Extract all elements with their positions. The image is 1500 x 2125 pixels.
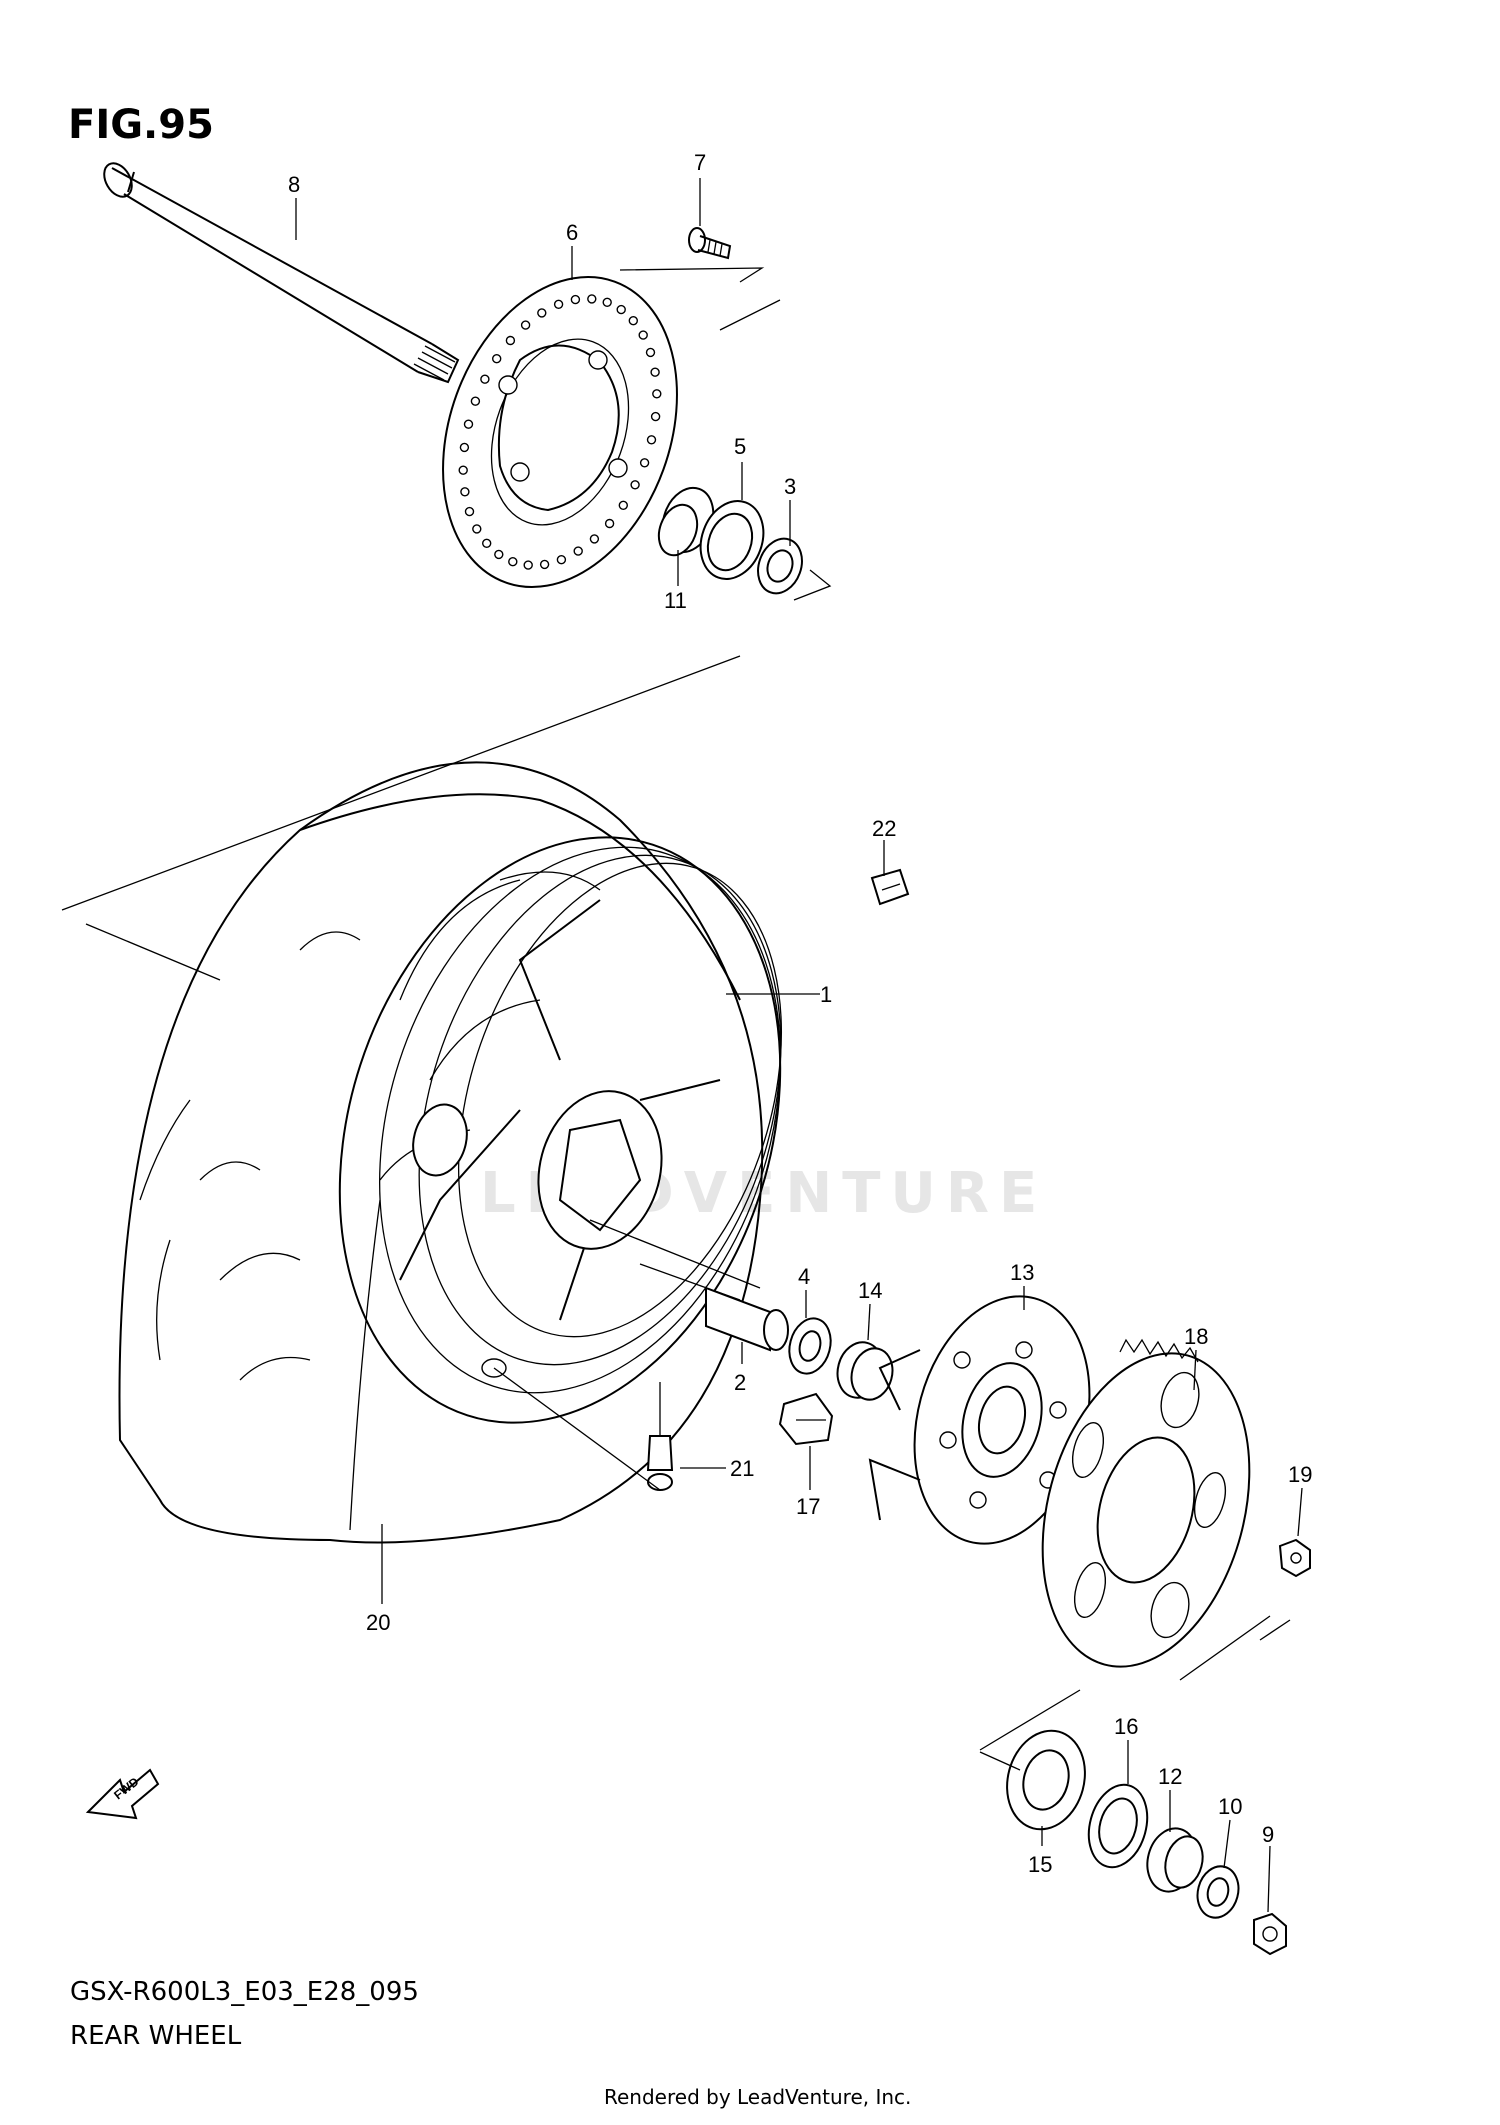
sprocket-nut[interactable] xyxy=(1278,1538,1311,1578)
callout-15: 15 xyxy=(1028,1852,1052,1877)
callout-3: 3 xyxy=(784,474,796,499)
disc-drill-hole xyxy=(556,555,567,565)
disc-drill-hole xyxy=(630,480,640,490)
disc-drill-hole xyxy=(494,549,504,560)
render-credit: Rendered by LeadVenture, Inc. xyxy=(604,2085,911,2109)
disc-drill-hole xyxy=(505,335,516,346)
callout-10: 10 xyxy=(1218,1794,1242,1819)
section-name: REAR WHEEL xyxy=(70,2021,242,2051)
disc-drill-hole xyxy=(628,316,638,326)
callout-6: 6 xyxy=(566,220,578,245)
callout-16: 16 xyxy=(1114,1714,1138,1739)
collar-12[interactable] xyxy=(1141,1823,1209,1897)
callout-20: 20 xyxy=(366,1610,390,1635)
oil-seal-16[interactable] xyxy=(1080,1778,1156,1874)
callout-7: 7 xyxy=(694,150,706,175)
callout-1: 1 xyxy=(820,982,832,1007)
disc-drill-hole xyxy=(650,411,661,422)
balance-weight-clip[interactable] xyxy=(870,868,910,906)
callout-13: 13 xyxy=(1010,1260,1034,1285)
disc-drill-hole xyxy=(492,354,502,364)
disc-drill-hole xyxy=(470,396,481,406)
sprocket-mounting-drum[interactable] xyxy=(868,1277,1116,1564)
disc-drill-hole xyxy=(463,419,474,429)
callout-2: 2 xyxy=(734,1370,746,1395)
disc-drill-hole xyxy=(553,299,564,309)
disc-drill-hole xyxy=(464,506,475,517)
callout-21: 21 xyxy=(730,1456,754,1481)
disc-drill-hole xyxy=(508,557,518,567)
callout-18: 18 xyxy=(1184,1324,1208,1349)
rear-sprocket[interactable] xyxy=(1010,1330,1282,1690)
disc-drill-hole xyxy=(459,442,470,453)
disc-drill-hole xyxy=(646,435,657,445)
fwd-direction-arrow: FWD xyxy=(85,1768,160,1820)
wheel-damper[interactable] xyxy=(778,1392,834,1446)
disc-drill-hole xyxy=(460,487,470,497)
disc-drill-hole xyxy=(587,294,597,304)
bearing-15[interactable] xyxy=(996,1722,1095,1838)
figure-title: FIG.95 xyxy=(68,102,214,148)
center-spacer[interactable] xyxy=(705,1286,789,1352)
callout-5: 5 xyxy=(734,434,746,459)
disc-drill-hole xyxy=(458,465,468,475)
disc-drill-hole xyxy=(638,330,648,340)
assembly-line-upper xyxy=(61,267,832,911)
disc-drill-hole xyxy=(652,389,662,399)
rear-brake-disc[interactable] xyxy=(402,244,718,620)
disc-drill-hole xyxy=(472,524,482,534)
callout-22: 22 xyxy=(872,816,896,841)
disc-drill-hole xyxy=(604,518,615,529)
disc-drill-hole xyxy=(480,374,490,384)
disc-drill-hole xyxy=(618,500,628,510)
disc-drill-hole xyxy=(639,458,650,468)
disc-drill-hole xyxy=(520,320,531,330)
disc-drill-hole xyxy=(570,294,581,305)
callout-leaders xyxy=(295,178,1303,1913)
axle-nut-9[interactable] xyxy=(1253,1912,1287,1956)
disc-drill-hole xyxy=(650,367,660,377)
disc-drill-hole xyxy=(482,538,492,548)
bush[interactable] xyxy=(832,1337,899,1404)
oil-seal[interactable] xyxy=(690,492,774,588)
callout-12: 12 xyxy=(1158,1764,1182,1789)
callout-9: 9 xyxy=(1262,1822,1274,1847)
wheel-bearing-right[interactable] xyxy=(783,1314,836,1378)
valve-pointer xyxy=(493,1367,661,1491)
rear-tire[interactable] xyxy=(118,761,764,1544)
disc-bolt[interactable] xyxy=(688,227,732,260)
assembly-line-lower xyxy=(589,1219,1291,1771)
disc-drill-hole xyxy=(602,297,612,307)
callout-4: 4 xyxy=(798,1264,810,1289)
wheel-bearing-left[interactable] xyxy=(751,533,810,600)
callout-11: 11 xyxy=(664,588,687,613)
disc-drill-hole xyxy=(645,347,656,358)
disc-drill-hole xyxy=(523,560,533,570)
disc-drill-hole xyxy=(589,534,600,544)
disc-drill-hole xyxy=(616,304,626,315)
assembly-line-left xyxy=(85,923,221,981)
disc-drill-hole xyxy=(539,559,550,570)
model-code: GSX-R600L3_E03_E28_095 xyxy=(70,1977,419,2007)
callout-19: 19 xyxy=(1288,1462,1312,1487)
disc-drill-hole xyxy=(537,308,547,318)
callout-17: 17 xyxy=(796,1494,820,1519)
callout-14: 14 xyxy=(858,1278,882,1303)
rear-wheel-rim[interactable] xyxy=(268,780,853,1480)
valve-stem[interactable] xyxy=(646,1435,674,1491)
callout-8: 8 xyxy=(288,172,300,197)
disc-drill-hole xyxy=(573,546,583,556)
rear-axle[interactable] xyxy=(99,158,460,384)
